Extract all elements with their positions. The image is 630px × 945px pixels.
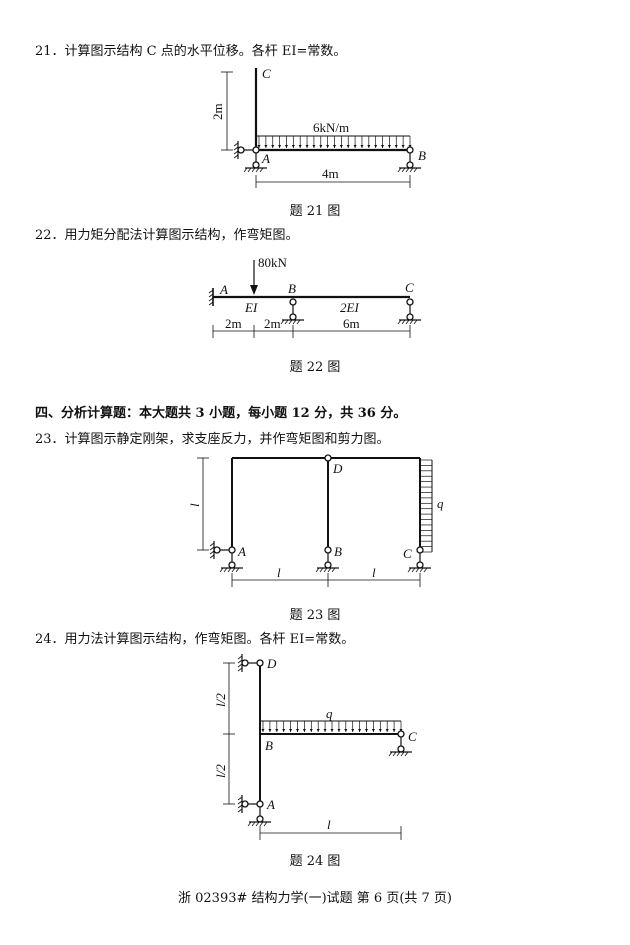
height-label: l — [187, 503, 202, 507]
hinge-a — [252, 146, 260, 154]
height-label: 2m — [210, 103, 225, 120]
dim-3: 6m — [343, 316, 360, 331]
section-heading: 四、分析计算题：本大题共 3 小题，每小题 12 分，共 36 分。 — [35, 406, 407, 421]
horizontal-link-a — [233, 141, 253, 159]
distributed-load-q — [420, 459, 432, 553]
figure-22-caption: 题 22 图 — [289, 360, 341, 375]
pin-support-a — [243, 153, 267, 173]
horizontal-link-a — [209, 541, 229, 559]
span-label: 4m — [322, 166, 339, 181]
label-a: A — [219, 282, 228, 297]
ei-label-bc: 2EI — [340, 300, 359, 315]
hinge-b — [289, 298, 297, 306]
figure-24: D B C A q l/2 l/2 l — [213, 654, 417, 840]
label-c: C — [405, 280, 414, 295]
figure-21: C A B 6kN/m 2m 4m — [210, 66, 426, 188]
height-label-lower: l/2 — [213, 764, 228, 778]
figure-23: A B C D q l l l — [187, 454, 444, 587]
label-b: B — [288, 281, 296, 296]
horizontal-link-d — [237, 654, 257, 672]
question-23-text: 23．计算图示静定刚架，求支座反力，并作弯矩图和剪力图。 — [35, 432, 390, 447]
label-c: C — [262, 66, 271, 81]
label-d: D — [266, 656, 277, 671]
label-a: A — [261, 151, 270, 166]
dim-1: 2m — [225, 316, 242, 331]
pin-support-b — [280, 305, 304, 325]
span-label: l — [327, 817, 331, 832]
hinge-c — [397, 730, 405, 738]
hinge-b — [406, 146, 414, 154]
label-a: A — [237, 544, 246, 559]
horizontal-link-a — [237, 795, 257, 813]
distributed-load-q — [261, 721, 403, 732]
label-b: B — [418, 148, 426, 163]
figure-23-caption: 题 23 图 — [289, 608, 341, 623]
ei-label-ab: EI — [244, 300, 258, 315]
label-b: B — [265, 738, 273, 753]
hinge-d — [324, 454, 332, 462]
force-label: 80kN — [258, 255, 288, 270]
page-footer: 浙 02393# 结构力学(一)试题 第 6 页(共 7 页) — [177, 891, 453, 906]
load-label: 6kN/m — [313, 120, 349, 135]
pin-support-a — [247, 807, 271, 827]
pin-support-b — [397, 153, 421, 173]
figure-22: A B C 80kN EI 2EI 2m 2m 6m — [208, 255, 421, 338]
label-a: A — [266, 797, 275, 812]
dim-2: 2m — [264, 316, 281, 331]
hinge-c — [406, 298, 414, 306]
figure-24-caption: 题 24 图 — [289, 854, 341, 869]
label-q: q — [326, 706, 333, 721]
hinge-d — [256, 659, 264, 667]
pin-support-a — [219, 553, 243, 573]
label-c: C — [408, 729, 417, 744]
question-22-text: 22．用力矩分配法计算图示结构，作弯矩图。 — [35, 228, 299, 243]
hinge-a — [256, 800, 264, 808]
height-label-upper: l/2 — [213, 693, 228, 707]
pin-support-c — [397, 305, 421, 325]
label-c: C — [403, 546, 412, 561]
span-label-2: l — [372, 565, 376, 580]
distributed-load — [257, 136, 412, 148]
label-q: q — [437, 496, 444, 511]
pin-support-c — [407, 553, 431, 573]
figure-21-caption: 题 21 图 — [289, 204, 341, 219]
question-21-text: 21．计算图示结构 C 点的水平位移。各杆 EI=常数。 — [35, 44, 347, 59]
label-d: D — [332, 461, 343, 476]
pin-support-b — [315, 553, 339, 573]
question-24-text: 24．用力法计算图示结构，作弯矩图。各杆 EI=常数。 — [35, 632, 355, 647]
label-b: B — [334, 544, 342, 559]
pin-support-c — [388, 737, 412, 757]
span-label-1: l — [277, 565, 281, 580]
